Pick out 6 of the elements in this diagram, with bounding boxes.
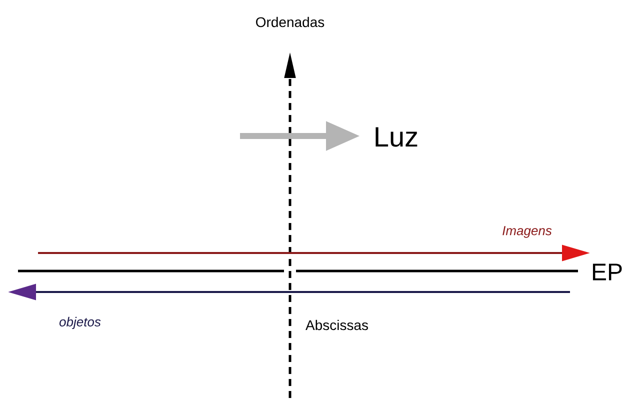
axis-label: Abscissas [306, 320, 368, 330]
axis-label: Luz [376, 127, 418, 147]
axis-label: EP [592, 264, 622, 280]
axis-label: Imagens [502, 226, 552, 238]
axis-label: Ordenadas [256, 16, 324, 28]
axis-label: objetos [59, 316, 101, 330]
